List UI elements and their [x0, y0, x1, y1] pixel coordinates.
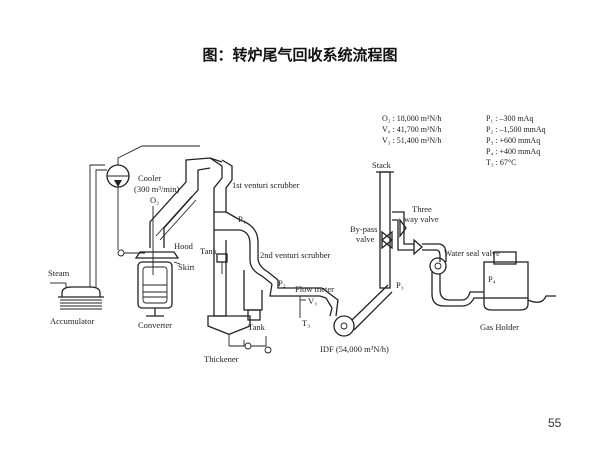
spec-p4: P₄ : +400 mmAq	[486, 147, 540, 156]
gas-holder	[483, 251, 556, 311]
hood-label: Hood	[174, 241, 194, 251]
converter-label: Converter	[138, 320, 172, 330]
accumulator	[50, 282, 104, 310]
steam-drum	[106, 164, 130, 188]
spec-o2: O₂ : 18,000 m³N/h	[382, 114, 441, 123]
thickener	[207, 315, 272, 354]
p4-label: P₄	[488, 274, 496, 284]
cooler-label: Cooler	[138, 173, 161, 183]
bypass-valve-label-2: valve	[356, 234, 375, 244]
spec-p1: P₁ : –300 mAq	[486, 114, 533, 123]
venturi-1	[209, 157, 233, 230]
bypass-valve	[380, 230, 394, 250]
idf-fan	[333, 284, 393, 337]
steam-label: Steam	[48, 268, 70, 278]
tank-1-label: Tank	[200, 246, 218, 256]
tank-2-label: Tank	[248, 322, 266, 332]
p1-label: P₁	[238, 214, 246, 224]
skirt-label: Skirt	[178, 262, 195, 272]
thickener-label: Thickener	[204, 354, 239, 364]
water-seal-label: Water seal valve	[444, 248, 500, 258]
cooler-rate-label: (300 m³/min)	[134, 184, 179, 194]
accumulator-label: Accumulator	[50, 316, 95, 326]
diagram-title: 图：转炉尾气回收系统流程图	[202, 46, 398, 64]
gas-holder-label: Gas Holder	[480, 322, 519, 332]
spec-v3: V₃ : 51,400 m³N/h	[382, 136, 441, 145]
stack	[376, 171, 394, 289]
t3-label: T₃	[302, 318, 310, 328]
p2-label: P₂	[278, 278, 286, 288]
o2-label: O₂	[150, 195, 159, 205]
spec-block: O₂ : 18,000 m³N/h V₀ : 41,700 m³N/h V₃ :…	[382, 114, 546, 167]
three-way-label: Three	[412, 204, 432, 214]
tank-1	[216, 253, 228, 274]
stack-label: Stack	[372, 160, 392, 170]
second-venturi-label: 2nd venturi scrubber	[260, 250, 331, 260]
separator	[213, 230, 263, 317]
first-venturi-label: 1st venturi scrubber	[232, 180, 300, 190]
spec-t3: T₃ : 67°C	[486, 158, 516, 167]
cooler-duct	[149, 157, 223, 248]
hood	[134, 251, 180, 259]
bypass-valve-label: By-pass	[350, 224, 377, 234]
v3-label: V₃	[308, 296, 317, 306]
flow-meter-label: Flow meter	[295, 284, 334, 294]
converter	[137, 261, 173, 317]
p3-label: P₃	[396, 280, 404, 290]
spec-v0: V₀ : 41,700 m³N/h	[382, 125, 441, 134]
water-seal-valve	[429, 257, 447, 275]
idf-label: IDF (54,000 m³N/h)	[320, 344, 389, 354]
tank-2	[247, 309, 261, 321]
three-way-label-2: way valve	[404, 214, 439, 224]
three-way-valve	[392, 211, 423, 256]
page-number: 55	[548, 416, 562, 430]
spec-p2: P₂ : –1,500 mmAq	[486, 125, 546, 134]
spec-p3: P₃ : +600 mmAq	[486, 136, 540, 145]
